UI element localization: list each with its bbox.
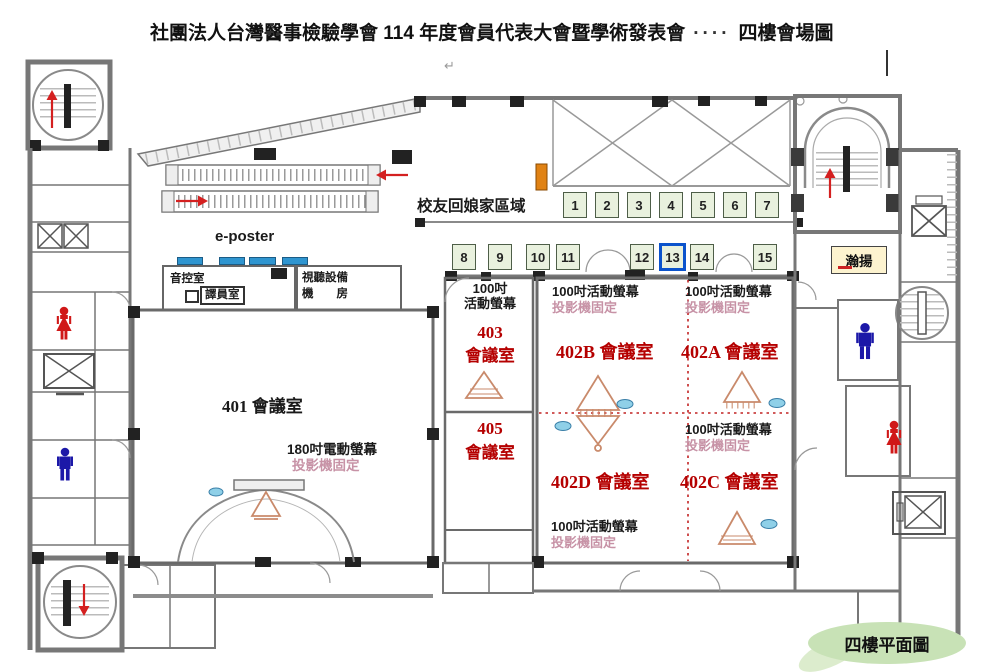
booth-4: 4: [659, 192, 683, 218]
orange-marker: [535, 163, 548, 191]
atrium-trusses: [415, 96, 795, 223]
room-402b-label: 402B 會議室: [556, 342, 654, 362]
page-title: 社團法人台灣醫事檢驗學會 114 年度會員代表大會暨學術發表會 ···· 四樓會…: [150, 18, 834, 45]
eposter-panel: [249, 257, 276, 265]
escalator-arrow-right: [176, 195, 208, 207]
projector-icon-402a: [722, 370, 762, 409]
booth-11: 11: [556, 244, 580, 270]
elevator-icons-left: [37, 223, 95, 396]
male-restroom-icon-right: [856, 322, 874, 360]
av-room-label-line2: 機 房: [302, 288, 348, 300]
eposter-panel: [219, 257, 245, 265]
screen-100-label-402a: 100吋活動螢幕: [685, 284, 772, 299]
escalator-arrow-left: [376, 169, 408, 181]
booth-9: 9: [488, 244, 512, 270]
screen-100-label-402b: 100吋活動螢幕: [552, 284, 639, 299]
eposter-panel: [177, 257, 203, 265]
hanyang-red-mark: [838, 266, 852, 269]
room-402c-label: 402C 會議室: [680, 472, 779, 492]
escalator-lower: [161, 190, 379, 213]
stairwell-right-icon: [895, 286, 949, 340]
booth-3: 3: [627, 192, 651, 218]
blue-oval-markers-402: [554, 398, 786, 529]
title-main: 社團法人台灣醫事檢驗學會 114 年度會員代表大會暨學術發表會: [150, 23, 686, 44]
projector-fixed-label-402a: 投影機固定: [685, 300, 751, 315]
room-405-label: 會議室: [465, 443, 515, 462]
elevator-icon-top-right: [911, 195, 947, 237]
screen-100-label-403-line2: 活動螢幕: [463, 296, 516, 311]
title-dot-leader: ····: [693, 23, 731, 44]
booth-6: 6: [723, 192, 747, 218]
room-401-label: 401 會議室: [222, 397, 303, 416]
floor-name-text: 四樓平面圖: [844, 635, 930, 655]
booth-5: 5: [691, 192, 715, 218]
blue-oval-marker: [208, 487, 224, 497]
room-401-walls: [128, 306, 439, 584]
screen-100-label-403-line1: 100吋: [472, 281, 508, 296]
bottom-walls: [133, 562, 900, 598]
alumni-area-label: 校友回娘家區域: [417, 198, 526, 215]
room-405-number: 405: [477, 419, 503, 438]
stage-screen: [233, 479, 305, 491]
wall-columns-top: [254, 96, 767, 164]
projector-icon-403: [464, 370, 504, 399]
room-402a-label: 402A 會議室: [681, 342, 779, 362]
interpreter-room-label: 譯員室: [200, 286, 245, 305]
projector-icon-402c: [717, 510, 757, 545]
booth-12: 12: [630, 244, 654, 270]
stage-arc: [177, 488, 355, 563]
female-restroom-icon-left: [56, 306, 72, 340]
booth-2: 2: [595, 192, 619, 218]
booth-1: 1: [563, 192, 587, 218]
projector-fixed-label-402b: 投影機固定: [552, 300, 618, 315]
room-403-label: 會議室: [465, 346, 515, 365]
projector-icon-401: [250, 490, 282, 520]
paragraph-mark: ↵: [444, 58, 455, 73]
booth-7: 7: [755, 192, 779, 218]
projector-fixed-label-401: 投影機固定: [292, 458, 360, 473]
booth-8: 8: [452, 244, 476, 270]
screen-100-label-402c: 100吋活動螢幕: [685, 422, 772, 437]
stairwell-bottom-left-icon: [32, 552, 125, 653]
hanyang-booth-label: 瀚揚: [831, 246, 887, 274]
restroom-rooms-right: [837, 299, 911, 477]
audio-control-room-label: 音控室: [170, 273, 205, 285]
male-restroom-icon-left: [57, 447, 73, 481]
projector-fixed-label-402c: 投影機固定: [685, 438, 751, 453]
room-403-number: 403: [477, 323, 503, 342]
stairwell-top-left-icon: [25, 59, 113, 151]
hanyang-text: 瀚揚: [845, 254, 873, 269]
left-wing-walls: [27, 148, 132, 650]
screen-100-label-402d: 100吋活動螢幕: [551, 519, 638, 534]
eposter-panel: [282, 257, 308, 265]
projector-fixed-label-402d: 投影機固定: [551, 535, 617, 550]
av-room-label-line1: 視聽設備: [302, 272, 348, 284]
booth-10: 10: [526, 244, 550, 270]
roof-band: [136, 97, 421, 167]
booth-15: 15: [753, 244, 777, 270]
eposter-label: e-poster: [215, 228, 275, 245]
room-402d-label: 402D 會議室: [551, 472, 650, 492]
bottom-left-rooms: [121, 564, 216, 649]
room-402-walls: [532, 276, 799, 568]
escalator-upper: [165, 164, 408, 186]
title-right: 四樓會場圖: [738, 23, 834, 44]
stairwell-top-right-icon: [791, 94, 902, 234]
booth-14: 14: [690, 244, 714, 270]
floor-name-badge: 四樓平面圖: [808, 622, 966, 664]
text-caret-mark: [886, 50, 888, 76]
booth-13-highlighted: 13: [659, 243, 686, 271]
elevator-icon-bottom-right: [892, 491, 946, 535]
screen-180-label: 180吋電動螢幕: [287, 442, 378, 457]
projector-icon-402bd: [575, 374, 621, 452]
hinge-mark: [795, 96, 805, 106]
